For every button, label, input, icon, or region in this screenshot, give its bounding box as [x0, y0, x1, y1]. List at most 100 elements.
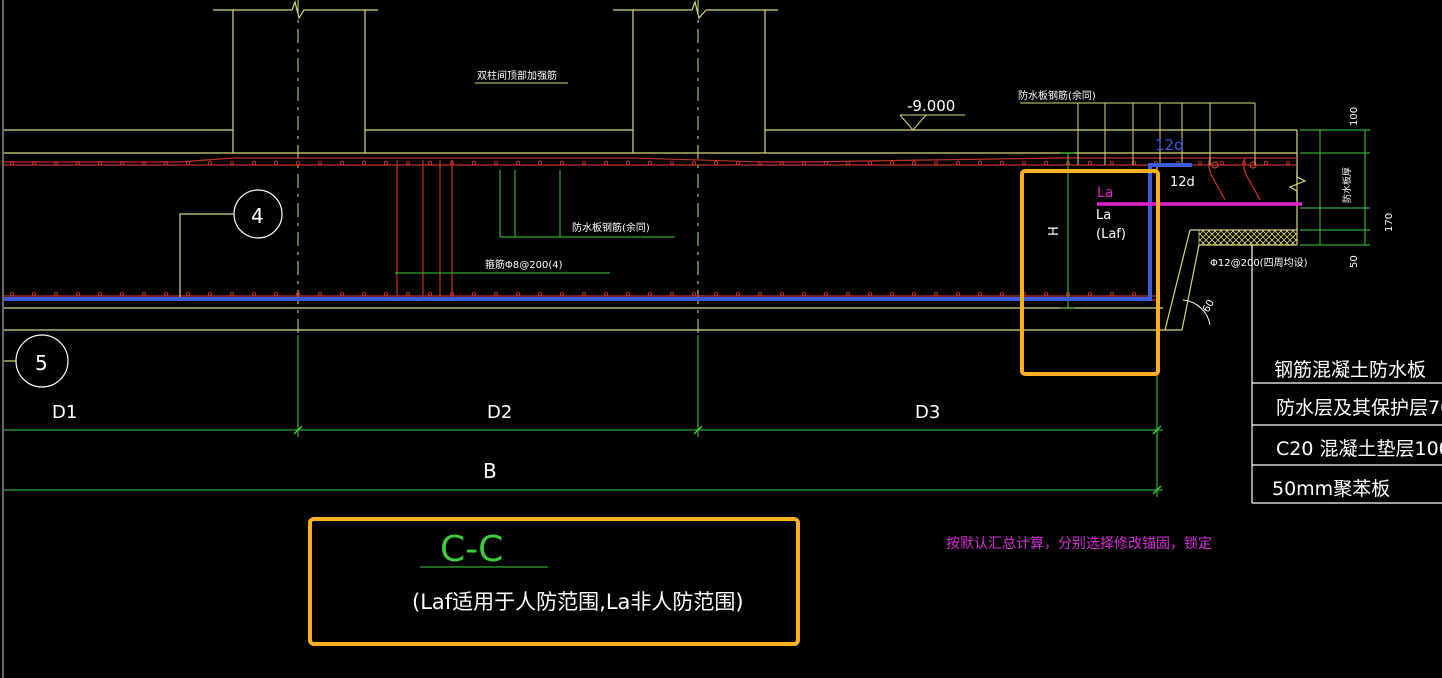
rebar-dot [977, 160, 983, 166]
rebar-dot [691, 160, 697, 166]
rebar-dot [141, 160, 147, 166]
rebar-dot [1087, 160, 1093, 166]
dim-d1-label: D1 [52, 402, 77, 423]
rebar-dot [933, 291, 939, 297]
rebar-dot [823, 291, 829, 297]
leader-waterproof-mid-label: 防水板钢筋(余同) [572, 221, 650, 234]
waterproof-leader-lines [1020, 102, 1256, 165]
end-hook-rebars [1208, 157, 1261, 201]
dim-b-label: B [483, 459, 497, 483]
rebar-dot [1131, 291, 1137, 297]
rebar-dot [75, 291, 81, 297]
rebar-dot [845, 160, 851, 166]
rebar-dot [185, 291, 191, 297]
rebar-dot [625, 291, 631, 297]
circle-5-label: 5 [35, 351, 48, 375]
rebar-dot [889, 291, 895, 297]
circle-4-label: 4 [251, 204, 264, 228]
rebar-dot [1263, 160, 1269, 166]
rebar-dot [581, 291, 587, 297]
legend-item: C20 混凝土垫层100厚 [1276, 438, 1442, 460]
rebar-dot [911, 160, 917, 166]
rebar-dot [273, 160, 279, 166]
rebar-dot [1021, 160, 1027, 166]
rebar-dot [251, 291, 257, 297]
rebar-dot [449, 291, 455, 297]
section-title: C-C [440, 529, 503, 570]
rebar-dot [603, 291, 609, 297]
rebar-dot [889, 160, 895, 166]
break-line [1288, 170, 1307, 200]
polystyrene-board-hatch [1198, 229, 1298, 246]
rebar-dot [405, 291, 411, 297]
section-note: (Laf适用于人防范围,La非人防范围) [412, 590, 744, 614]
rebar-dot [999, 291, 1005, 297]
rebar-dot [713, 160, 719, 166]
angle-label: 60 [1201, 298, 1217, 315]
dim-50-label: 50 [1349, 255, 1360, 268]
rebar-dot [647, 291, 653, 297]
dim-d3-label: D3 [915, 402, 940, 423]
rebar-dot [735, 291, 741, 297]
rebar-dot [471, 160, 477, 166]
rebar-dot [317, 291, 323, 297]
d12-small-label: 12d [1170, 175, 1195, 190]
rebar-dot [669, 160, 675, 166]
rebar-dot [449, 160, 455, 166]
section-marker-4 [179, 189, 283, 300]
rebar-dot [493, 160, 499, 166]
rebar-dot [207, 291, 213, 297]
la-small-label: La [1096, 208, 1111, 223]
dim-d2-label: D2 [487, 402, 512, 423]
rebar-dot [955, 291, 961, 297]
rebar-dot [581, 160, 587, 166]
elevation-label: -9.000 [907, 97, 955, 115]
rebar-dot [339, 291, 345, 297]
rebar-dot [427, 291, 433, 297]
leader-stirrup-label: 箍筋Φ8@200(4) [485, 258, 563, 271]
column-right [613, 0, 778, 130]
legend-item: 钢筋混凝土防水板 [1274, 359, 1426, 381]
rebar-dot [515, 160, 521, 166]
leader-waterproof-top-label: 防水板钢筋(余同) [1018, 89, 1096, 102]
rebar-dots-top [9, 160, 1291, 166]
rebar-dot [559, 160, 565, 166]
rebar-dot [361, 291, 367, 297]
rebar-dot [669, 291, 675, 297]
rebar-dot [801, 291, 807, 297]
rebar-dot [31, 291, 37, 297]
dimension-lines [4, 129, 1370, 497]
rebar-dot [933, 160, 939, 166]
rebar-dot [757, 291, 763, 297]
dim-100-label: 100 [1349, 107, 1360, 126]
section-marker-5 [4, 334, 69, 388]
rebar-dot [515, 291, 521, 297]
rebar-dot [119, 160, 125, 166]
rebar-dot [273, 291, 279, 297]
rebar-dot [647, 160, 653, 166]
legend-table [1251, 245, 1442, 504]
rebar-dot [845, 291, 851, 297]
laf-small-label: (Laf) [1096, 227, 1126, 242]
rebar-dot [97, 160, 103, 166]
rebar-dot [163, 291, 169, 297]
callout-la: La [1097, 185, 1113, 201]
rebar-dot [97, 291, 103, 297]
legend-item: 防水层及其保护层70厚 [1276, 397, 1442, 419]
elevation-marker [899, 114, 965, 131]
rebar-dot [977, 291, 983, 297]
rebar-dot [53, 291, 59, 297]
column-left [213, 0, 378, 130]
column-axes [297, 0, 699, 420]
rebar-dot [999, 160, 1005, 166]
rebar-dot [471, 291, 477, 297]
rebar-dot [1043, 291, 1049, 297]
rebar-dot [31, 160, 37, 166]
waterproof-thickness-label: 防水板厚 [1341, 167, 1353, 203]
rebar-dot [625, 160, 631, 166]
rebar-dot [559, 291, 565, 297]
dim-170-label: 170 [1384, 213, 1395, 232]
rebar-dot [911, 291, 917, 297]
rebar-dot [9, 291, 15, 297]
